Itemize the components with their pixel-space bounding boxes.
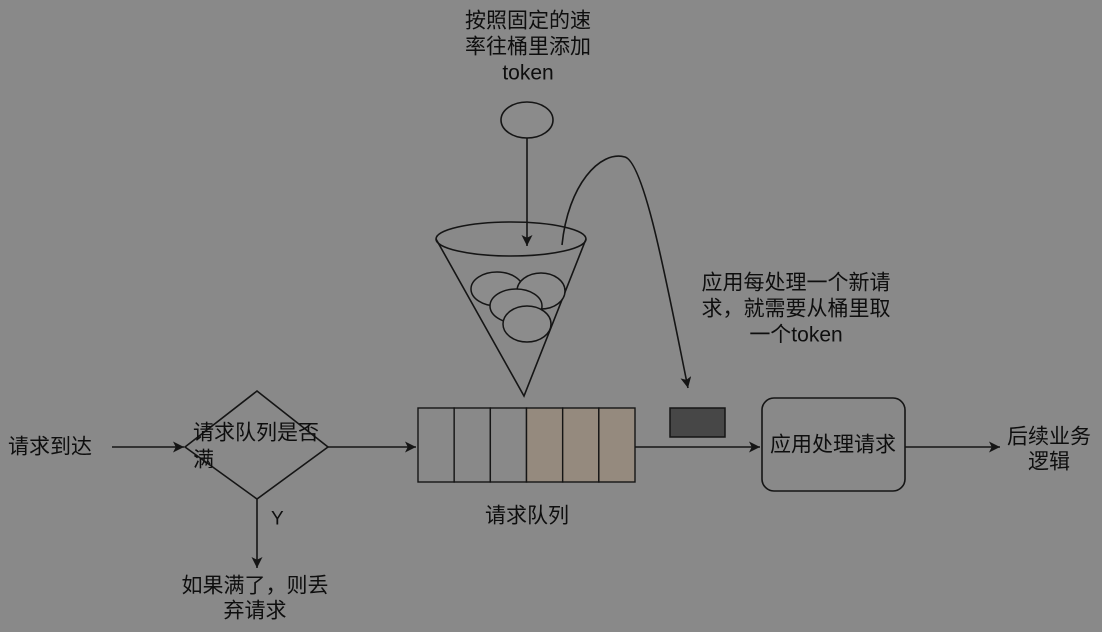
token-source-node [500, 101, 554, 139]
reject-label: 如果满了，则丢 弃请求 [182, 575, 329, 623]
yes-branch-label: Y [271, 509, 284, 530]
request-queue-label: 请求队列 [485, 505, 569, 528]
decision-diamond [183, 389, 330, 500]
token-bucket [435, 221, 587, 398]
downstream-label-line-2: 逻辑 [1028, 451, 1070, 474]
token-take-arrow [561, 155, 692, 389]
queue-slot-empty [489, 407, 528, 483]
request-arrival-label: 请求到达 [8, 436, 92, 459]
bucket-tokens [470, 271, 566, 343]
queue-slot-empty [453, 407, 492, 483]
consume-note-line-3: 一个token [749, 324, 842, 347]
consume-note-line-1: 应用每处理一个新请 [702, 272, 891, 295]
token-source-label-line-1: 按照固定的速 [465, 10, 591, 33]
token-source-label: 按照固定的速 率往桶里添加 token [465, 10, 591, 85]
token-source-label-line-2: 率往桶里添加 [465, 36, 591, 59]
bucket-rim [435, 221, 587, 257]
downstream-label: 后续业务 逻辑 [1007, 426, 1091, 474]
consume-note-line-2: 求，就需要从桶里取 [702, 298, 891, 321]
token-source-label-line-3: token [502, 62, 553, 85]
bucket-token [502, 305, 552, 343]
decision-label-line-1: 请求队列是否 [193, 422, 319, 445]
reject-label-line-1: 如果满了，则丢 [182, 575, 329, 598]
token-in-transit [669, 407, 726, 438]
app-process-label: 应用处理请求 [770, 434, 896, 457]
request-queue [417, 407, 636, 483]
downstream-label-line-1: 后续业务 [1007, 426, 1091, 449]
queue-slot-occupied [525, 407, 564, 483]
app-process-node: 应用处理请求 [761, 397, 906, 492]
queue-full-decision: 请求队列是否 满 [183, 389, 330, 500]
queue-slot-occupied [561, 407, 600, 483]
reject-label-line-2: 弃请求 [224, 600, 287, 623]
queue-slot-occupied [598, 407, 636, 483]
token-consume-note: 应用每处理一个新请 求，就需要从桶里取 一个token [702, 272, 891, 347]
queue-slot-empty [417, 407, 455, 483]
app-process-box [761, 397, 906, 492]
decision-label-line-2: 满 [193, 449, 214, 472]
